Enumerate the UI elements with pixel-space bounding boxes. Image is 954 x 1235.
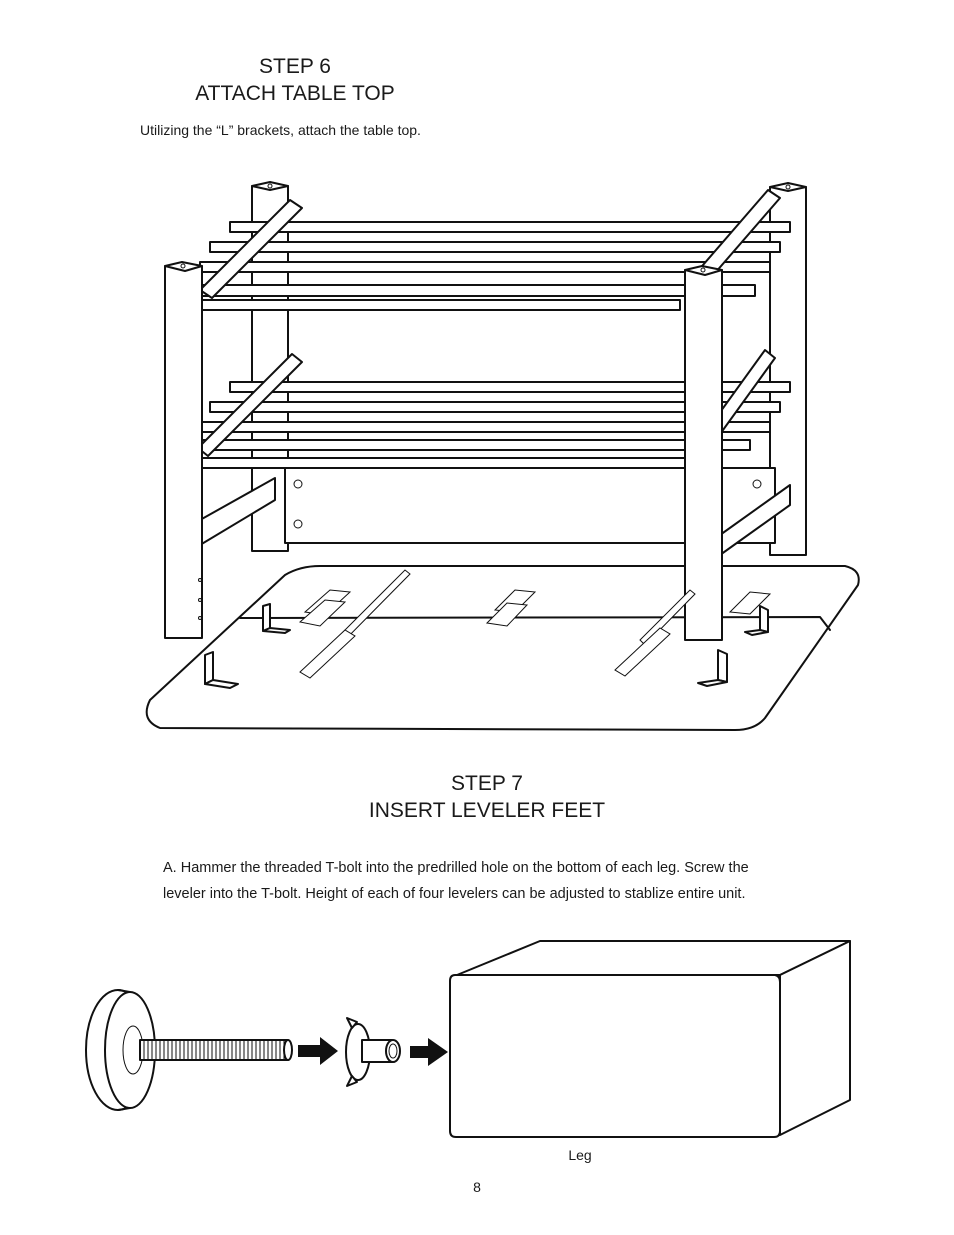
- l-bracket-icon: [204, 651, 239, 689]
- step7-instruction: A. Hammer the threaded T-bolt into the p…: [163, 855, 823, 907]
- step7-title: INSERT LEVELER FEET: [368, 799, 606, 822]
- step6-instruction: Utilizing the “L” brackets, attach the t…: [140, 122, 421, 138]
- step6-number: STEP 6: [259, 55, 331, 78]
- step6-title: ATTACH TABLE TOP: [195, 82, 395, 105]
- step6-heading: STEP 6 ATTACH TABLE TOP: [145, 53, 445, 107]
- step7-heading: STEP 7 INSERT LEVELER FEET: [287, 770, 687, 824]
- leg-label: Leg: [568, 1147, 592, 1163]
- step7-instruction-line2: leveler into the T-bolt. Height of each …: [163, 886, 746, 902]
- step7-instruction-line1: A. Hammer the threaded T-bolt into the p…: [163, 860, 749, 876]
- step7-number: STEP 7: [451, 772, 523, 795]
- page-number: 8: [473, 1179, 481, 1195]
